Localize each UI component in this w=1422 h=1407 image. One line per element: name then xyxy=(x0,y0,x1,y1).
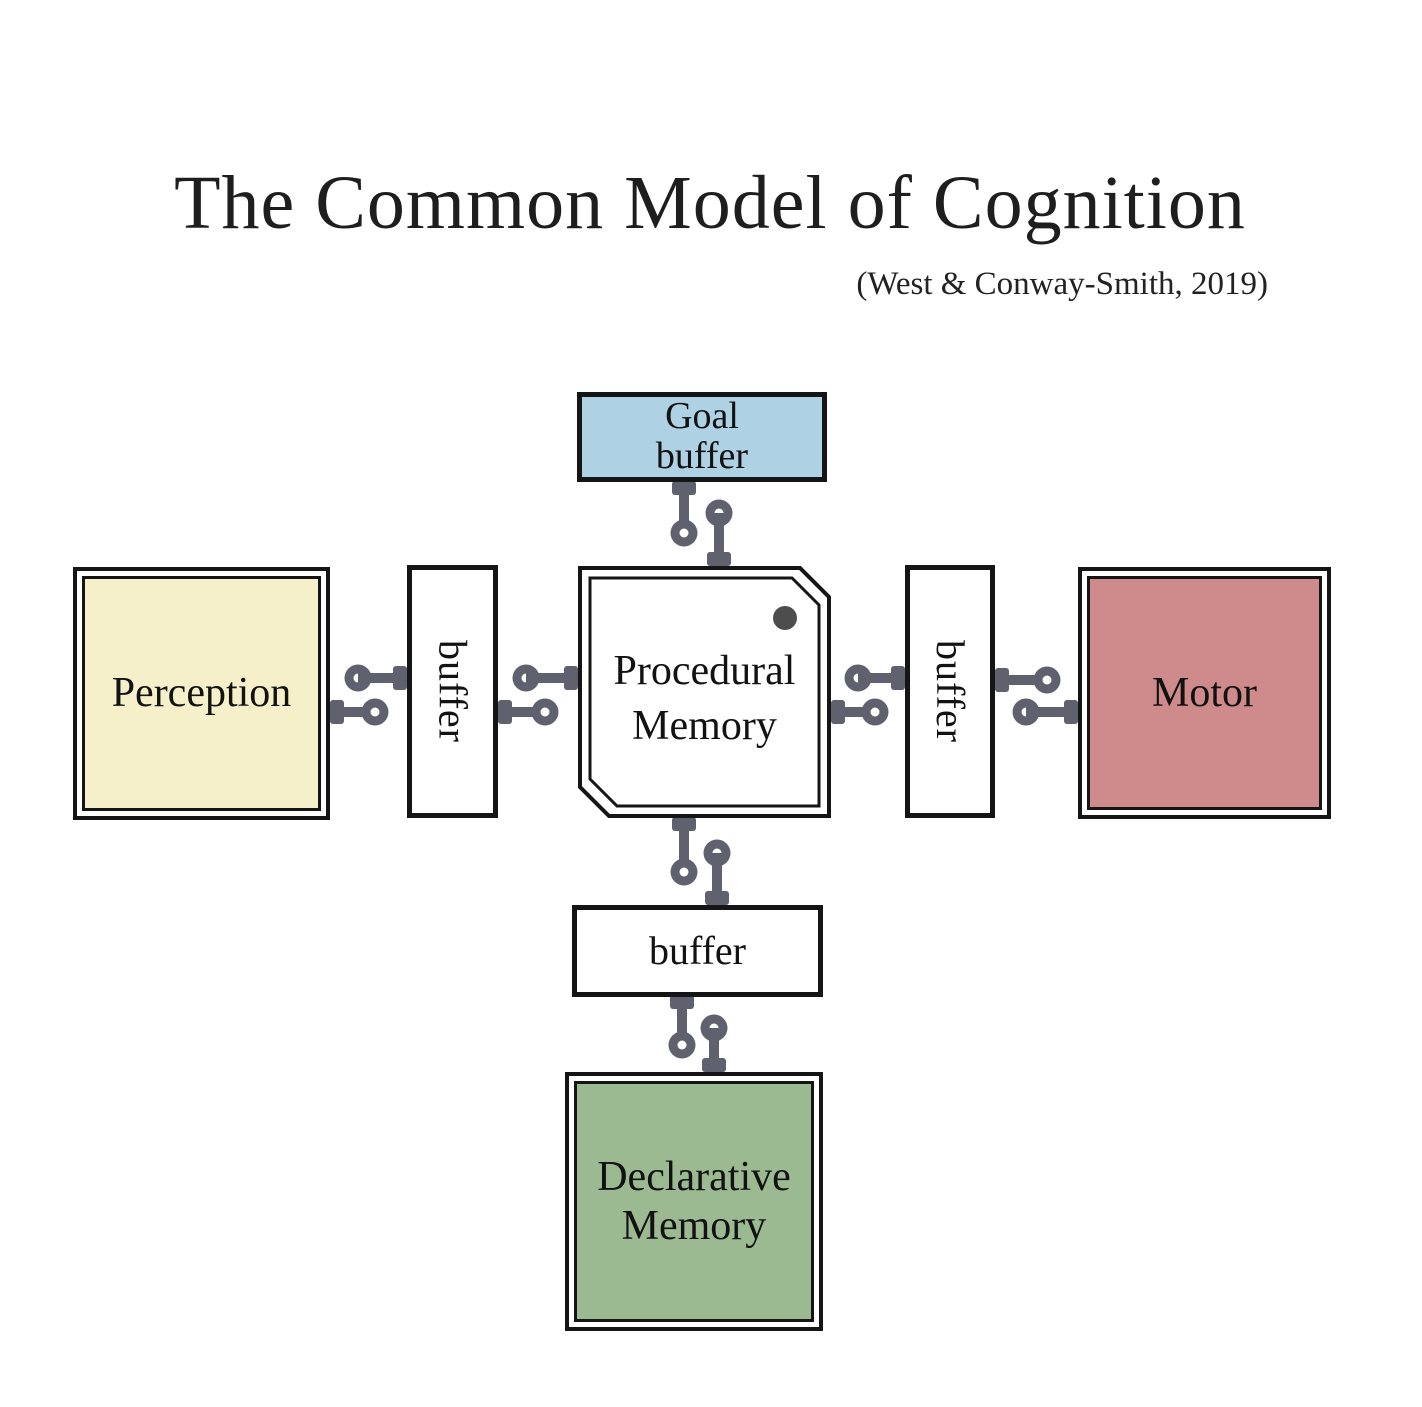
node-declarative-memory: Declarative Memory xyxy=(565,1072,823,1331)
connector-procedural-to-buffer-bottom xyxy=(670,817,731,905)
node-buffer-bottom: buffer xyxy=(572,905,823,997)
node-procedural-memory: Procedural Memory xyxy=(578,566,831,818)
buffer-right-label: buffer xyxy=(928,640,974,743)
connector-goal-to-procedural xyxy=(670,481,733,566)
diagram-title: The Common Model of Cognition xyxy=(174,161,1246,245)
connector-perception-to-buffer xyxy=(330,664,407,726)
chip-shape xyxy=(578,566,831,818)
declarative-memory-label: Declarative Memory xyxy=(597,1153,791,1249)
motor-label: Motor xyxy=(1152,669,1257,716)
connector-buffer-to-procedural-left xyxy=(498,664,578,726)
node-motor: Motor xyxy=(1078,567,1331,819)
goal-buffer-label: Goal buffer xyxy=(655,395,749,477)
perception-label: Perception xyxy=(111,670,292,717)
node-goal-buffer: Goal buffer xyxy=(577,392,827,482)
buffer-left-label: buffer xyxy=(430,640,476,743)
node-perception: Perception xyxy=(73,567,330,820)
diagram-attribution: (West & Conway-Smith, 2019) xyxy=(856,266,1268,302)
node-buffer-left: buffer xyxy=(407,565,498,818)
connector-buffer-to-motor xyxy=(995,666,1078,726)
chip-dot xyxy=(773,606,797,630)
chip-outline-outer xyxy=(578,566,831,818)
node-buffer-right: buffer xyxy=(905,565,995,818)
procedural-memory-label: Procedural Memory xyxy=(613,648,796,749)
connector-procedural-to-buffer-right xyxy=(831,664,905,726)
chip-outline-inner xyxy=(588,576,821,808)
connector-buffer-to-declarative xyxy=(668,995,728,1072)
buffer-bottom-label: buffer xyxy=(649,927,746,973)
